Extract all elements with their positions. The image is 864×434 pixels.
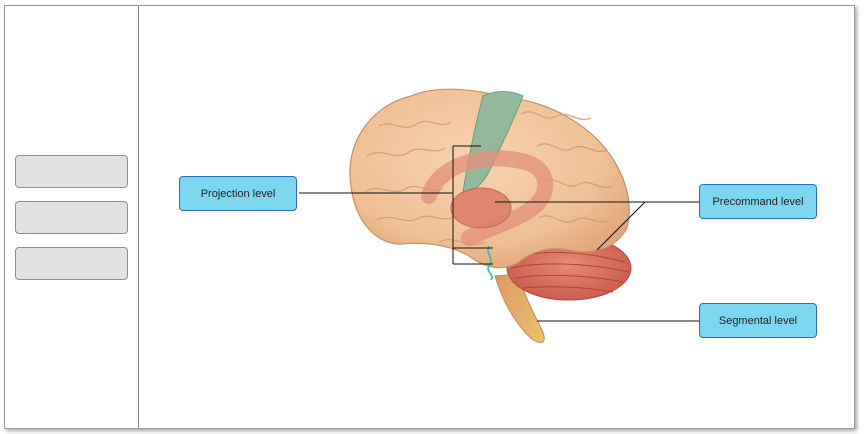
spinal-cord	[494, 273, 545, 343]
projection-bracket	[452, 145, 493, 265]
basal-nuclei	[450, 187, 512, 229]
word-bank-slot-1[interactable]	[15, 155, 128, 188]
brain-diagram	[299, 88, 701, 343]
activity-frame: Projection level Precommand level Segmen…	[4, 5, 855, 429]
brainstem-nuclei	[487, 245, 493, 281]
caudate-arc	[421, 150, 554, 246]
label-precommand-level[interactable]: Precommand level	[699, 184, 817, 219]
label-projection-level[interactable]: Projection level	[179, 176, 297, 211]
diagram-area: Projection level Precommand level Segmen…	[139, 6, 854, 428]
word-bank-slot-2[interactable]	[15, 201, 128, 234]
leader-lines	[299, 192, 701, 322]
word-bank-slot-3[interactable]	[15, 247, 128, 280]
precommand-leader-2	[596, 201, 701, 251]
cerebrum	[349, 88, 630, 269]
label-segmental-level[interactable]: Segmental level	[699, 303, 817, 338]
word-bank-panel	[5, 6, 139, 428]
gyri	[364, 111, 614, 245]
